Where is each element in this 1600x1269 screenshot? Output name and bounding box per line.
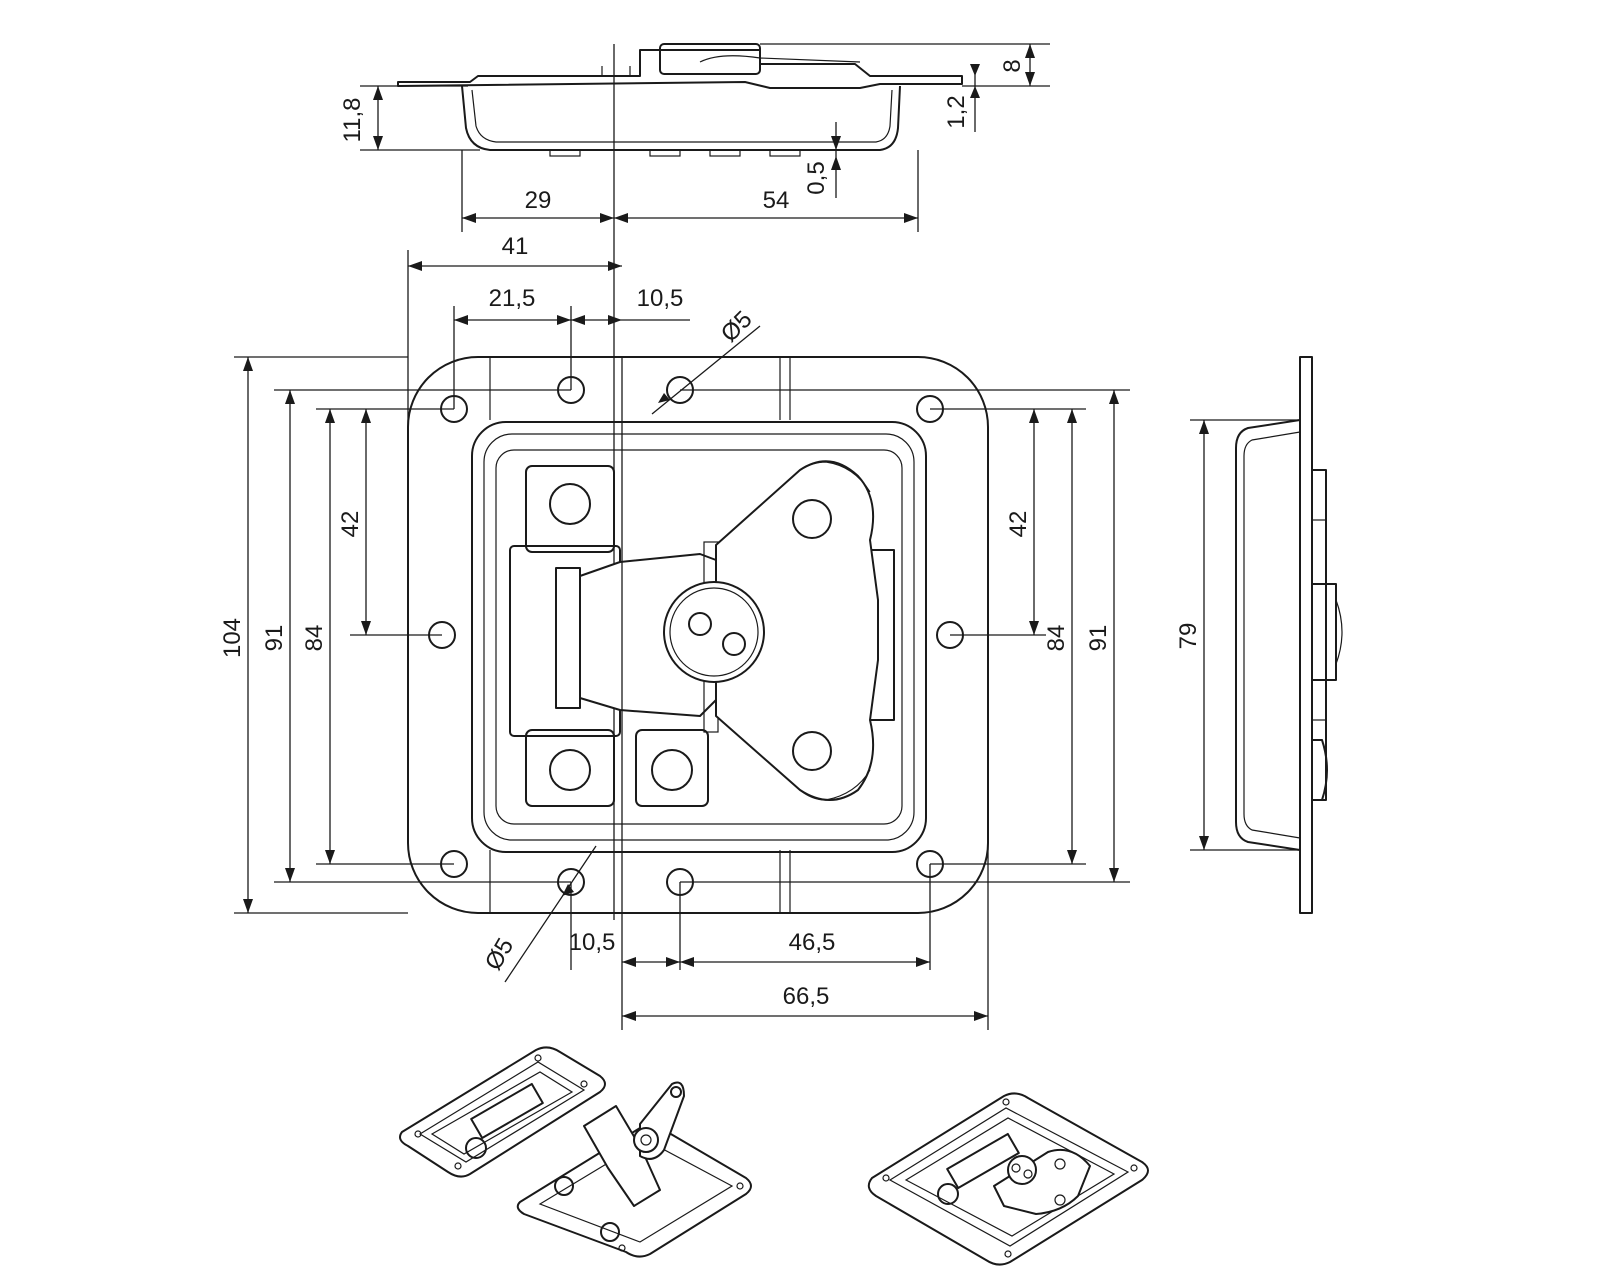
dim-91-left: 91: [261, 625, 288, 652]
dim-8: 8: [999, 59, 1026, 72]
side-view: 11,8 8 1,2 0,5 29 54: [339, 43, 1050, 920]
dim-10-5-bottom: 10,5: [569, 929, 616, 956]
dim-dia-5-top: Ø5: [716, 306, 758, 348]
dim-79: 79: [1175, 623, 1202, 650]
dim-91-right: 91: [1085, 625, 1112, 652]
dim-0-5: 0,5: [803, 161, 830, 194]
dim-42-right: 42: [1005, 511, 1032, 538]
dim-10-5-top: 10,5: [637, 285, 684, 312]
dim-54: 54: [763, 187, 790, 214]
dim-11-8: 11,8: [339, 98, 366, 143]
isometric-closed-view: [867, 1092, 1149, 1266]
dim-46-5: 46,5: [789, 929, 836, 956]
dim-66-5: 66,5: [783, 983, 830, 1010]
dim-29: 29: [525, 187, 552, 214]
dim-84-left: 84: [301, 625, 328, 652]
dim-84-right: 84: [1043, 625, 1070, 652]
dim-41: 41: [502, 233, 529, 260]
front-view: 41 21,5 10,5 Ø5 Ø5 10,5 46,5 66,: [219, 233, 1130, 1030]
dim-21-5: 21,5: [489, 285, 536, 312]
dim-104: 104: [219, 618, 246, 658]
dim-42-left: 42: [337, 511, 364, 538]
end-view: 79: [1175, 356, 1343, 914]
dim-1-2: 1,2: [943, 95, 970, 128]
isometric-open-view: [399, 1046, 752, 1258]
